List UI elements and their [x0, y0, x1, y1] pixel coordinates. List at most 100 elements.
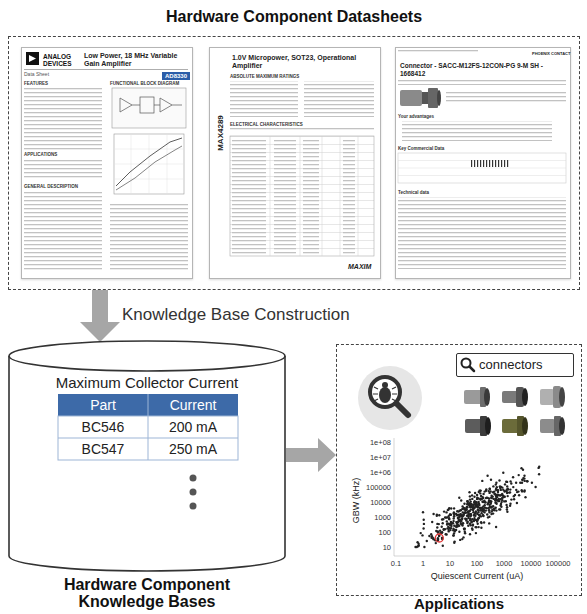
- block-arrow: [286, 438, 336, 472]
- data-point: [513, 498, 515, 500]
- data-point: [438, 535, 440, 537]
- data-point: [466, 506, 468, 508]
- data-point: [454, 530, 456, 532]
- data-point: [500, 506, 502, 508]
- data-point: [518, 474, 520, 476]
- data-point: [426, 540, 428, 542]
- tick-label: 1e+08: [351, 438, 391, 447]
- data-point: [507, 488, 509, 490]
- data-point: [477, 517, 479, 519]
- data-point: [488, 509, 490, 511]
- data-point: [467, 525, 469, 527]
- data-point: [472, 524, 474, 526]
- data-point: [523, 475, 525, 477]
- data-point: [509, 503, 511, 505]
- data-point: [441, 532, 443, 534]
- graph-curve: [116, 138, 182, 186]
- data-point: [491, 510, 493, 512]
- data-point: [450, 521, 452, 523]
- data-point: [453, 542, 455, 544]
- data-point: [456, 510, 458, 512]
- part-number: MAX4289: [216, 108, 226, 158]
- ellipse-shape: [559, 417, 565, 435]
- data-point: [496, 496, 498, 498]
- data-point: [467, 515, 469, 517]
- data-point: [523, 490, 525, 492]
- data-point: [508, 491, 510, 493]
- connector-icon: [465, 416, 491, 436]
- data-point: [458, 516, 460, 518]
- block-arrow: [80, 290, 120, 342]
- data-point: [430, 533, 432, 535]
- block-symbol: [140, 97, 154, 113]
- data-point: [465, 507, 467, 509]
- data-point: [445, 511, 447, 513]
- text-lines: [398, 50, 478, 51]
- text-lines: [402, 121, 552, 141]
- data-point: [477, 506, 479, 508]
- data-point: [457, 524, 459, 526]
- data-point: [432, 537, 434, 539]
- table-cell: 250 mA: [153, 441, 233, 457]
- data-point: [468, 491, 470, 493]
- data-point: [447, 526, 449, 528]
- panel-title: Hardware Component Datasheets: [9, 7, 579, 27]
- data-point: [510, 482, 512, 484]
- rect-shape: [464, 390, 482, 404]
- wire: [132, 105, 182, 106]
- data-point: [449, 514, 451, 516]
- data-point: [495, 496, 497, 498]
- axis-title: Quiescent Current (uA): [402, 571, 552, 582]
- data-point: [475, 511, 477, 513]
- data-point: [443, 529, 445, 531]
- data-point: [480, 521, 482, 523]
- table-cell: BC546: [63, 419, 143, 435]
- datasheet-art: [24, 50, 566, 270]
- data-point: [505, 481, 507, 483]
- data-point: [475, 526, 477, 528]
- rect-shape: [540, 419, 555, 433]
- logo-triangle: [29, 55, 36, 62]
- data-point: [469, 506, 471, 508]
- amp-symbol: [120, 98, 132, 112]
- data-point: [423, 523, 425, 525]
- data-point: [514, 494, 516, 496]
- data-point: [489, 488, 491, 490]
- data-point: [479, 507, 481, 509]
- data-point: [459, 539, 461, 541]
- data-point: [465, 519, 467, 521]
- data-point: [461, 508, 463, 510]
- data-point: [502, 472, 504, 474]
- data-point: [472, 511, 474, 513]
- tick-label: 10: [435, 559, 465, 568]
- data-point: [420, 532, 422, 534]
- data-point: [522, 469, 524, 471]
- rect-shape: [540, 389, 554, 405]
- data-point: [452, 534, 454, 536]
- data-point: [471, 527, 473, 529]
- highlight-ring: [435, 534, 443, 542]
- data-point: [488, 522, 490, 524]
- data-point: [428, 535, 430, 537]
- data-point: [509, 488, 511, 490]
- data-point: [453, 525, 455, 527]
- data-point: [477, 503, 479, 505]
- section-heading: ABSOLUTE MAXIMUM RATINGS: [230, 74, 299, 79]
- data-point: [471, 494, 473, 496]
- data-point: [465, 512, 467, 514]
- connector-photo: [437, 90, 441, 106]
- data-point: [482, 509, 484, 511]
- connector-photo: [422, 92, 428, 104]
- data-point: [458, 497, 460, 499]
- tick-label: 1000: [489, 559, 519, 568]
- ellipse-shape: [559, 387, 565, 407]
- data-point: [490, 479, 492, 481]
- data-point: [469, 510, 471, 512]
- knowledge-table: [58, 394, 238, 510]
- data-point: [443, 510, 445, 512]
- data-point: [474, 492, 476, 494]
- data-point: [502, 489, 504, 491]
- data-point: [449, 513, 451, 515]
- block-diagram: [112, 88, 186, 128]
- data-point: [442, 522, 444, 524]
